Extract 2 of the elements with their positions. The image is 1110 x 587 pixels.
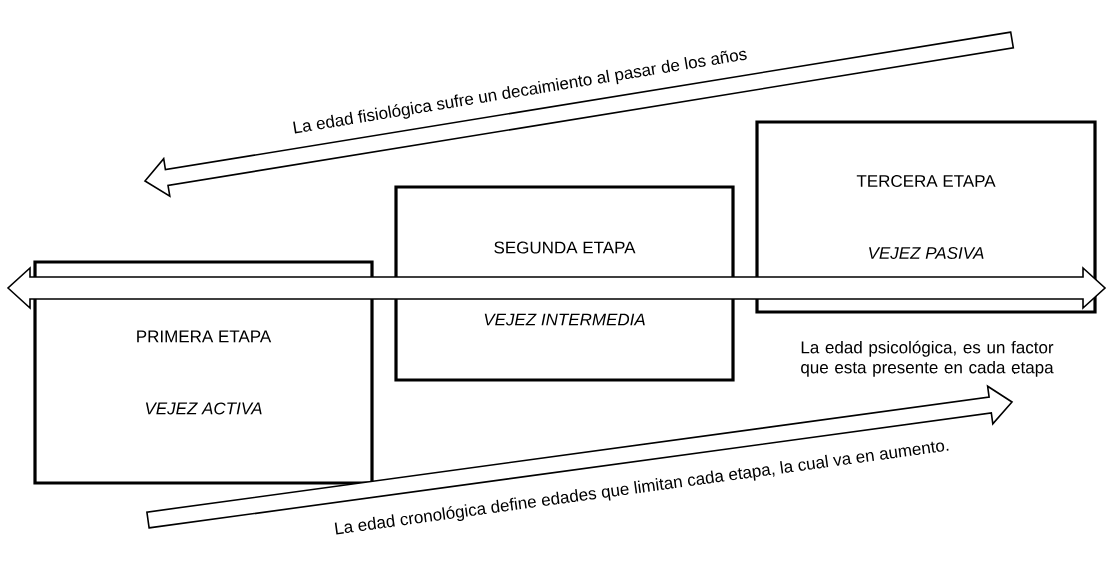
note-text: La edad psicológica, es un factor que esta presente en cada etapa (801, 340, 1054, 377)
arrow-caption: La edad fisiológica sufre un decaimiento al pasar de los años (293, 50, 747, 134)
